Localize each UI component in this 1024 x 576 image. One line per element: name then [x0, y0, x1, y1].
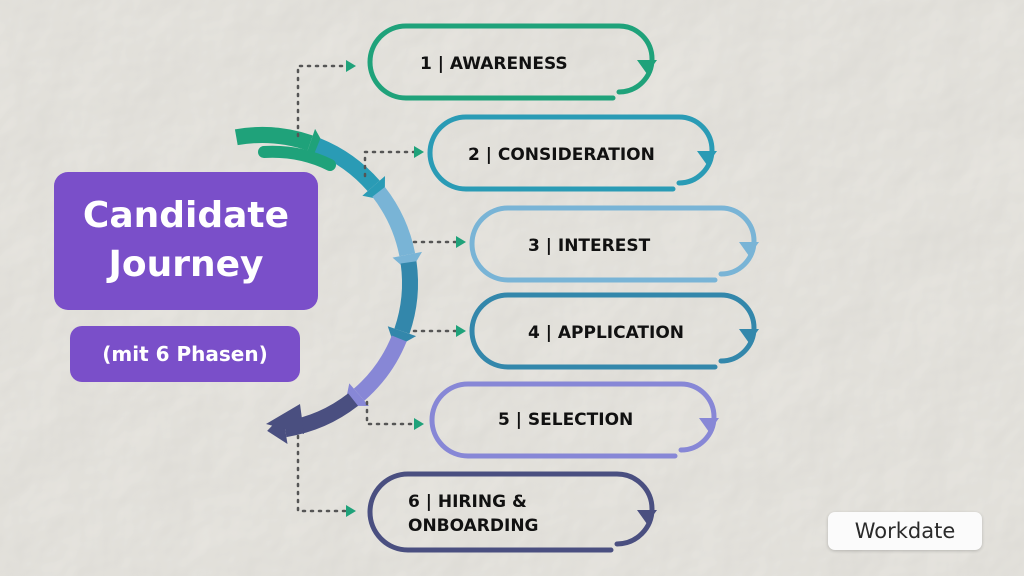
- pill-arrowhead-icon: [739, 329, 759, 343]
- connector-arrowhead-icon: [346, 60, 356, 72]
- title-line-1: Candidate: [82, 195, 290, 237]
- connector-awareness: [296, 60, 356, 138]
- pill-outline: [469, 292, 757, 370]
- arc-segment-1: [234, 127, 313, 151]
- pill-outline: [367, 471, 655, 553]
- connector-consideration: [363, 146, 424, 178]
- arc-segment-5: [353, 335, 407, 401]
- phase-label-application: 4 | APPLICATION: [528, 323, 685, 343]
- phase-label-hiring-onboarding: 6 | HIRING & ONBOARDING: [408, 492, 539, 536]
- workdate-logo: Workdate: [828, 512, 982, 550]
- subtitle-text: (mit 6 Phasen): [102, 342, 268, 366]
- pill-outline: [429, 381, 717, 459]
- title-card: Candidate Journey: [54, 172, 318, 310]
- dotted-connectors: [296, 60, 466, 517]
- pill-arrowhead-icon: [739, 242, 759, 256]
- phase-label-selection: 5 | SELECTION: [498, 410, 634, 430]
- phase-label-interest: 3 | INTEREST: [528, 236, 651, 256]
- pill-arrowhead-icon: [637, 510, 657, 524]
- phase-label-awareness: 1 | AWARENESS: [420, 54, 568, 74]
- phase-pill-application: [469, 292, 759, 370]
- connector-arrowhead-icon: [456, 236, 466, 248]
- arc-tail: [258, 145, 336, 171]
- phase-pill-selection: [429, 381, 719, 459]
- connector-arrowhead-icon: [346, 505, 356, 517]
- phase-pills: [367, 23, 759, 553]
- pill-arrowhead-icon: [697, 151, 717, 165]
- arc-segment-4: [394, 261, 418, 334]
- connector-application: [412, 325, 466, 337]
- pill-outline: [367, 23, 655, 101]
- connector-selection: [365, 400, 424, 430]
- dotted-line: [296, 434, 348, 513]
- connector-arrowhead-icon: [414, 146, 424, 158]
- phase-pill-consideration: [427, 114, 717, 192]
- pill-arrowhead-icon: [699, 418, 719, 432]
- phase-pill-hiring-onboarding: [367, 471, 657, 553]
- pill-outline: [427, 114, 715, 192]
- subtitle-card: (mit 6 Phasen): [70, 326, 300, 382]
- arc-final-arrowhead-icon: [266, 404, 304, 434]
- arc-segment-2: [314, 138, 380, 192]
- connector-interest: [412, 236, 466, 248]
- phase-label-consideration: 2 | CONSIDERATION: [468, 145, 655, 165]
- pill-outline: [469, 205, 757, 283]
- arc-segment-3: [372, 186, 416, 257]
- phase-pill-awareness: [367, 23, 657, 101]
- phase-pill-interest: [469, 205, 759, 283]
- arc-arrowhead-icon: [392, 251, 423, 273]
- title-line-2: Journey: [108, 244, 264, 285]
- connector-hiring-onboarding: [296, 434, 356, 517]
- pill-arrowhead-icon: [637, 60, 657, 74]
- logo-text: Workdate: [854, 519, 956, 543]
- connector-arrowhead-icon: [456, 325, 466, 337]
- curved-arrow-arc: [234, 127, 423, 444]
- dotted-line: [365, 400, 416, 426]
- connector-arrowhead-icon: [414, 418, 424, 430]
- dotted-line: [363, 150, 416, 178]
- dotted-line: [296, 64, 348, 138]
